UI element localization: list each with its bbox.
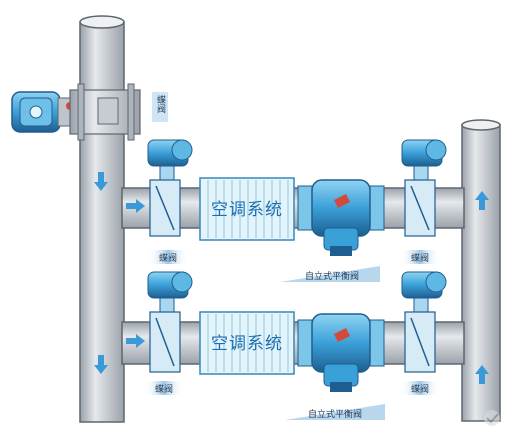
butterfly-label-upper-right: 蝶阀 [411,252,429,264]
balance-valve-lower [297,313,385,392]
butterfly-valve-upper-right [401,139,447,237]
system-label-lower: 空调系统 [211,334,283,354]
butterfly-valve-lower-left [147,271,193,373]
ac-coil-lower [199,311,295,375]
flow-arrows [94,172,489,384]
arrow-right-lower [126,334,145,348]
butterfly-valve-upper-left [147,139,193,237]
balance-valve-upper [297,179,385,256]
pump-valve-label-tag [152,92,168,122]
system-label-upper: 空调系统 [211,200,283,220]
ac-coil-upper [199,177,295,241]
arrow-right-upper [126,199,145,213]
arrow-down-left-lower [94,355,108,374]
arrow-up-right-lower [475,365,489,384]
pump-valve-label: 蝶阀 [155,94,166,114]
butterfly-labels: 蝶阀 蝶阀 蝶阀 蝶阀 [144,250,440,395]
balance-label-lower: 自立式平衡阀 [308,408,362,420]
arrow-down-left-upper [94,172,108,191]
arrow-up-right-upper [475,191,489,210]
butterfly-label-lower-left: 蝶阀 [155,383,173,395]
balance-valve-label-tags: 自立式平衡阀 自立式平衡阀 [280,266,385,420]
pump-unit [11,83,141,141]
butterfly-valve-lower-right [401,271,447,373]
butterfly-label-lower-right: 蝶阀 [411,383,429,395]
balance-label-upper: 自立式平衡阀 [305,270,359,282]
watermark-logo [484,410,500,426]
butterfly-label-upper-left: 蝶阀 [159,252,177,264]
